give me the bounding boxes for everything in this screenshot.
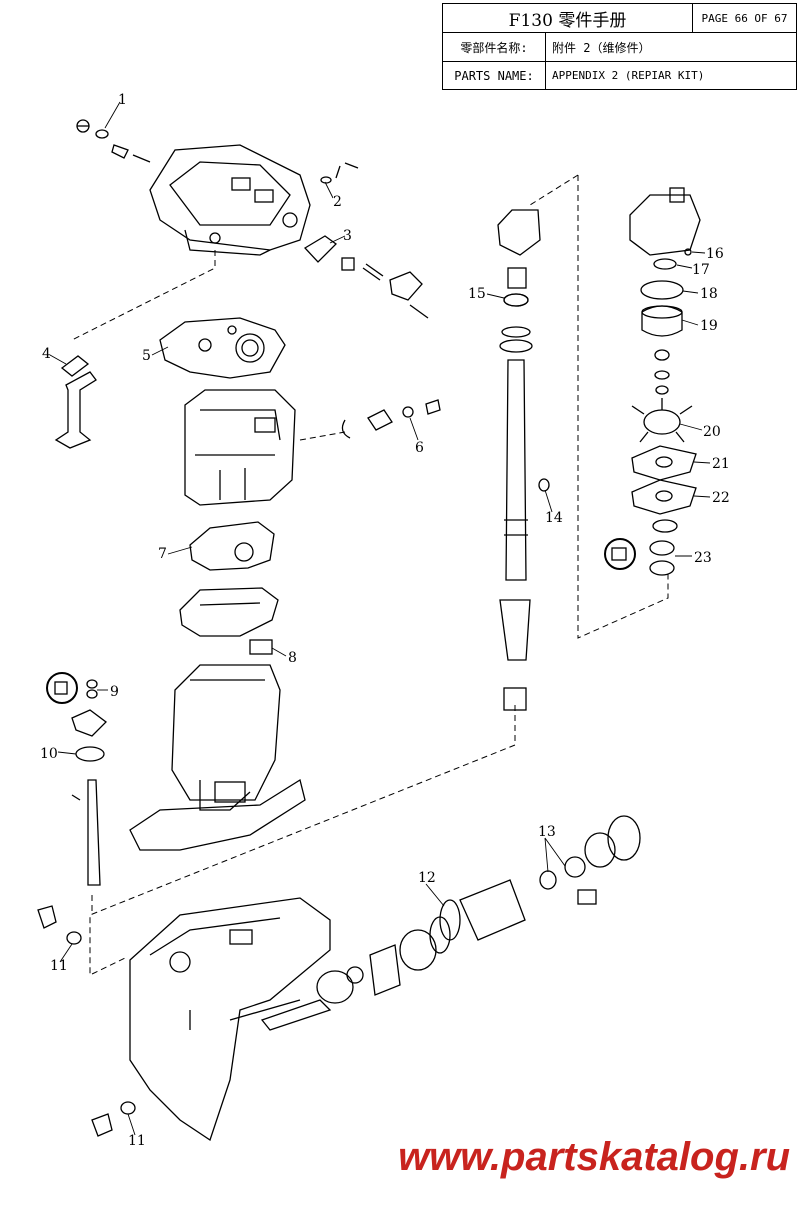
callout-leaders <box>49 101 711 1136</box>
parts-name-label-cn: 零部件名称: <box>443 33 546 62</box>
drive-shaft-housing-part <box>184 389 296 506</box>
callout-2: 2 <box>333 194 342 210</box>
o-ring-15 <box>503 293 529 307</box>
plate-part <box>179 587 279 637</box>
callout-10: 10 <box>40 746 58 762</box>
callout-7: 7 <box>158 546 167 562</box>
callout-23: 23 <box>694 550 712 566</box>
callout-8: 8 <box>288 650 297 666</box>
water-pipe-part <box>54 355 97 449</box>
plugs-11 <box>37 905 136 1137</box>
insert-cartridge-19 <box>641 305 683 337</box>
gasket-22 <box>631 479 697 515</box>
callout-6: 6 <box>415 440 424 456</box>
gasket-7-part <box>189 521 275 571</box>
callout-18: 18 <box>700 286 718 302</box>
water-pump-small-kit-9 <box>46 672 107 737</box>
parts-name-value-en: APPENDIX 2 (REPIAR KIT) <box>552 69 705 82</box>
gasket-5-part <box>159 317 286 379</box>
callout-12: 12 <box>418 870 436 886</box>
callout-3: 3 <box>343 228 352 244</box>
callout-4: 4 <box>42 346 51 362</box>
lower-unit-part <box>129 897 331 1142</box>
callout-22: 22 <box>712 490 730 506</box>
callout-11: 11 <box>50 958 68 974</box>
callout-17: 17 <box>692 262 710 278</box>
o-ring-12 <box>439 899 461 941</box>
shift-rod-part <box>71 779 101 886</box>
callout-16: 16 <box>706 246 724 262</box>
propeller-shaft-part <box>260 815 641 1031</box>
o-ring-17 <box>653 258 677 270</box>
callout-9: 9 <box>110 684 119 700</box>
impeller-20 <box>631 398 693 443</box>
parts-name-label-en: PARTS NAME: <box>443 62 546 89</box>
small-parts-pump <box>654 349 670 395</box>
o-ring-10 <box>75 746 105 762</box>
dashed-leader-lines <box>71 174 669 976</box>
callout-13: 13 <box>538 824 556 840</box>
bushing-parts-6 <box>341 399 441 439</box>
callout-14: 14 <box>545 510 563 526</box>
callout-21: 21 <box>712 456 730 472</box>
lower-casing-part <box>129 664 306 851</box>
page-number: PAGE 66 OF 67 <box>693 4 796 33</box>
title-block: F130 零件手册 PAGE 66 OF 67 零部件名称: 附件 2（维修件）… <box>442 3 797 90</box>
callout-1: 1 <box>118 92 127 108</box>
oil-seal-kit-23 <box>604 519 678 576</box>
callout-19: 19 <box>700 318 718 334</box>
parts-name-value-cn: 附件 2（维修件） <box>546 33 796 62</box>
callout-15: 15 <box>468 286 486 302</box>
o-ring-18 <box>640 280 684 300</box>
upper-casing-part <box>149 144 311 256</box>
document-title: F130 零件手册 <box>443 4 693 33</box>
seal-8-part <box>249 639 273 655</box>
gasket-21 <box>631 445 697 481</box>
bolt-parts-top <box>76 119 359 184</box>
watermark-url: www.partskatalog.ru <box>398 1135 790 1179</box>
callout-11-lower: 11 <box>128 1133 146 1149</box>
callout-20: 20 <box>703 424 721 440</box>
drive-shaft-part <box>497 209 550 711</box>
callout-5: 5 <box>142 348 151 364</box>
thermostat-cover-part <box>303 235 429 319</box>
water-pump-housing-part <box>629 187 701 256</box>
